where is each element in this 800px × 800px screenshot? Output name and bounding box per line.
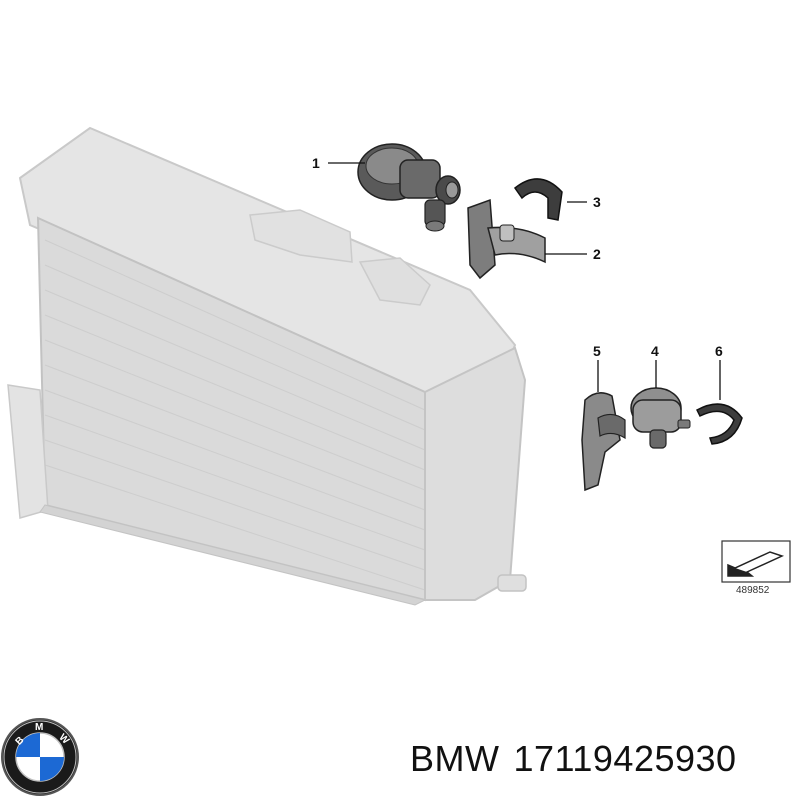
part-6-strap	[696, 403, 743, 445]
part-4-aux-pump	[630, 387, 691, 449]
callout-6: 6	[715, 343, 723, 359]
part-number: 17119425930	[513, 738, 737, 779]
leader-lines	[328, 162, 721, 400]
part-2-bracket	[467, 198, 546, 280]
callout-1: 1	[312, 155, 320, 171]
radiator-assembly	[7, 126, 527, 606]
bmw-logo-letter-m: M	[35, 722, 43, 733]
part-1-water-pump	[357, 143, 461, 232]
brand-name: BMW	[410, 738, 500, 779]
bmw-logo: B M W	[1, 718, 79, 796]
part-caption: BMW 17119425930	[410, 738, 751, 780]
part-5-holder	[581, 392, 626, 492]
diagram-reference-number: 489852	[736, 585, 770, 596]
radiator-fins	[44, 239, 426, 591]
callout-3: 3	[593, 194, 601, 210]
callout-5: 5	[593, 343, 601, 359]
radiator-right-tank	[424, 346, 527, 601]
radiator-bottom-rail	[39, 504, 427, 606]
part-3-clamp	[513, 178, 563, 221]
radiator-hose-outlet	[497, 574, 527, 592]
reference-arrow-icon	[721, 540, 791, 583]
radiator-mount-bracket	[249, 209, 353, 263]
callout-4: 4	[651, 343, 659, 359]
radiator-mount-bracket-2	[358, 257, 431, 306]
callout-2: 2	[593, 246, 601, 262]
